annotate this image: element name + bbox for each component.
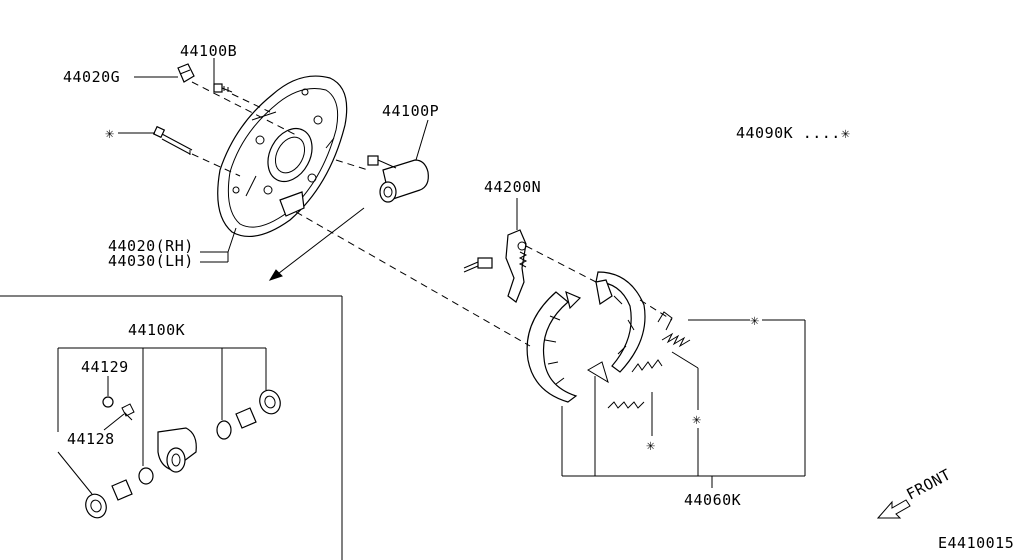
label-44030-lh: 44030(LH) (108, 252, 194, 270)
label-44100k: 44100K (128, 321, 185, 339)
label-44060k: 44060K (684, 491, 741, 509)
label-spring-star-mid: ✳ (692, 410, 702, 428)
adjuster-part (463, 229, 528, 303)
label-front: FRONT (903, 465, 954, 503)
spring-lower (607, 401, 645, 409)
small-bolt-part (213, 83, 233, 93)
label-44129: 44129 (81, 358, 129, 376)
label-44200n: 44200N (484, 178, 541, 196)
spring-upper (657, 311, 691, 348)
label-figure-code: E4410015 (938, 534, 1014, 552)
wheel-cylinder-part (367, 155, 429, 203)
long-bolt-part (152, 125, 193, 155)
label-44020g: 44020G (63, 68, 120, 86)
brake-shoe-right (587, 271, 646, 384)
label-44020-rh: 44020(RH) (108, 237, 194, 255)
spring-middle (631, 359, 663, 373)
label-44100p: 44100P (382, 102, 439, 120)
label-spring-star-top: ✳ (750, 311, 760, 329)
brake-shoe-left (526, 290, 582, 403)
label-bolt-star: ✳ (105, 124, 115, 142)
bleeder-cap-part (177, 63, 195, 83)
label-spring-star-low: ✳ (646, 436, 656, 454)
front-arrow (876, 499, 911, 519)
backing-plate (217, 75, 348, 238)
leader-lines (0, 58, 806, 560)
label-44090k: 44090K ....✳ (736, 124, 850, 142)
label-44100b: 44100B (180, 42, 237, 60)
cylinder-kit-inset (85, 389, 281, 519)
assembly-lines (191, 81, 673, 347)
label-44128: 44128 (67, 430, 115, 448)
